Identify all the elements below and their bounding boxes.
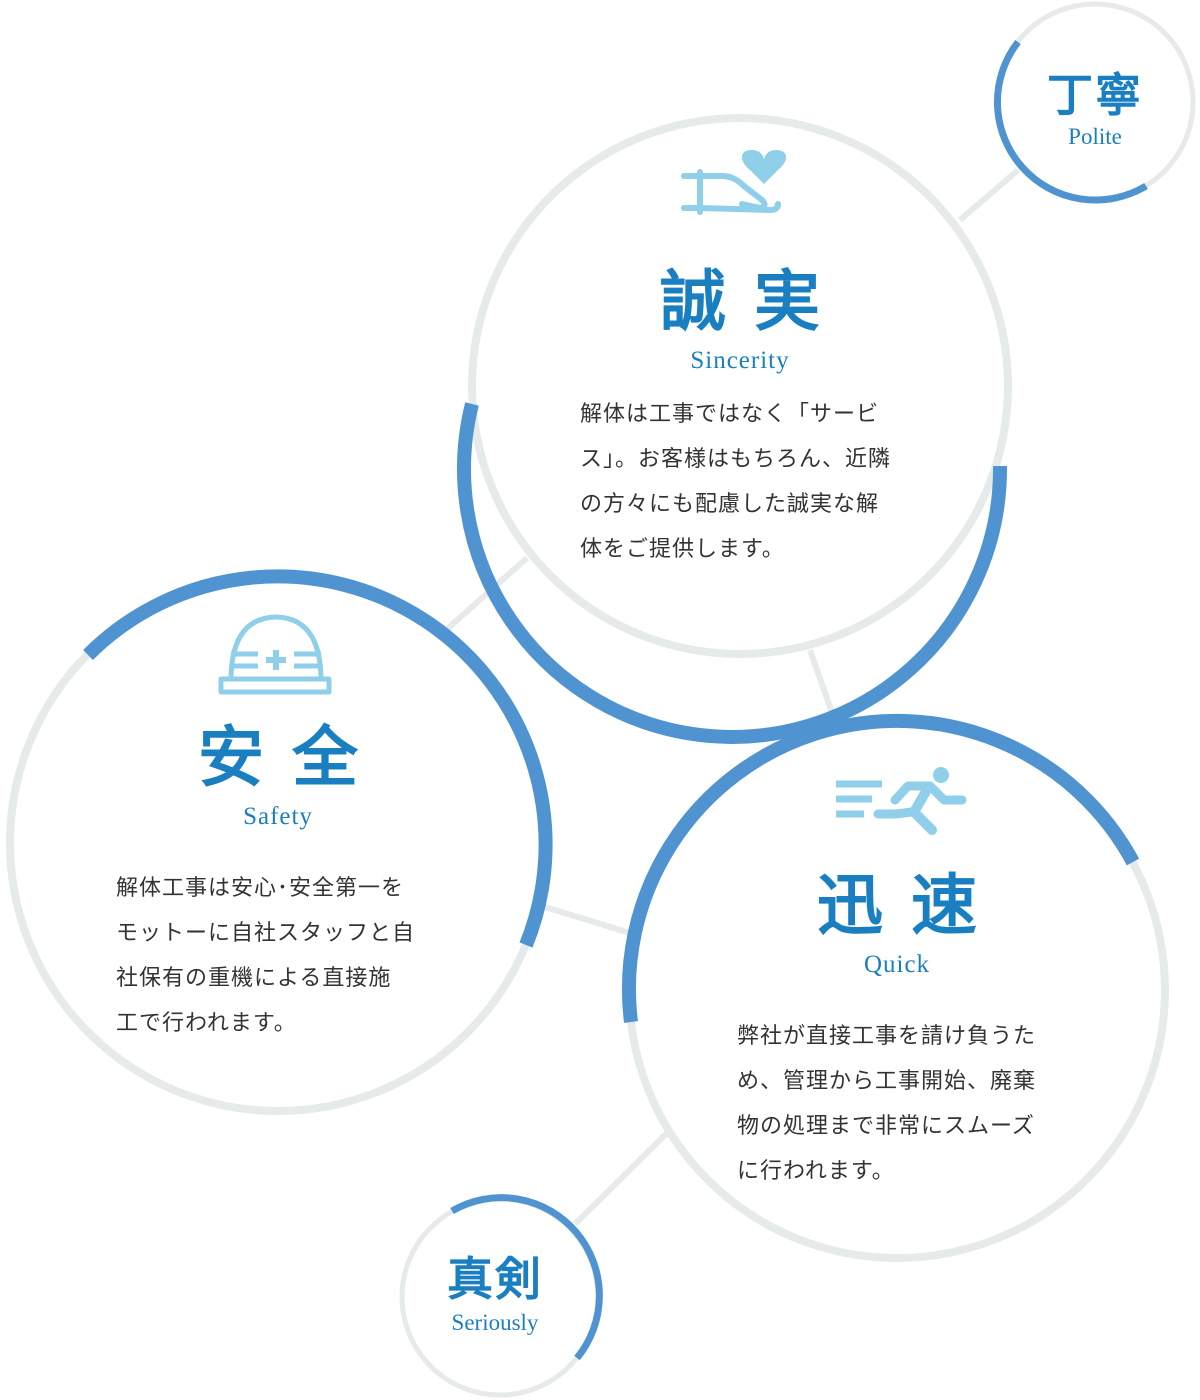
- value-card-safety: 安全 Safety 解体工事は安心･安全第一を モットーに自社スタッフと自 社保…: [98, 718, 458, 1046]
- quick-ring: [622, 713, 1169, 1262]
- value-badge-seriously: 真剣 Seriously: [415, 1252, 575, 1336]
- polite-arc: [993, 39, 1148, 204]
- quick-description-line: 弊社が直接工事を請け負うた: [737, 1024, 1037, 1049]
- polite-title-jp: 丁寧: [1047, 68, 1143, 122]
- quick-description-line: め、管理から工事開始、廃棄: [737, 1069, 1037, 1094]
- safety-description-line: 社保有の重機による直接施: [116, 966, 392, 991]
- sincerity-title-en: Sincerity: [690, 347, 790, 374]
- safety-description-line: モットーに自社スタッフと自: [116, 921, 416, 946]
- connector-quick-seriously: [572, 1130, 670, 1227]
- connector-sincerity-polite: [958, 167, 1020, 223]
- sincerity-description-line: 体をご提供します。: [580, 537, 785, 562]
- seriously-title-en: Seriously: [451, 1310, 539, 1335]
- polite-ring: [993, 1, 1196, 204]
- connector-safety-quick: [544, 904, 631, 936]
- value-card-sincerity: 誠実 Sincerity 解体は工事ではなく「サービ ス」。お客様はもちろん、近…: [560, 262, 920, 572]
- value-badge-polite: 丁寧 Polite: [1015, 68, 1175, 150]
- polite-title-en: Polite: [1068, 124, 1122, 149]
- quick-title-en: Quick: [863, 951, 931, 978]
- quick-description: 弊社が直接工事を請け負うた め、管理から工事開始、廃棄 物の処理まで非常にスムー…: [717, 1014, 1077, 1194]
- safety-description-line: 解体工事は安心･安全第一を: [116, 876, 405, 901]
- running-person-icon: [836, 767, 967, 835]
- quick-description-line: に行われます。: [737, 1159, 895, 1184]
- hand-heart-icon: [681, 150, 787, 215]
- sincerity-ring: [457, 114, 1012, 744]
- connector-lines: [444, 167, 1020, 1227]
- value-card-quick: 迅速 Quick 弊社が直接工事を請け負うた め、管理から工事開始、廃棄 物の処…: [717, 866, 1077, 1194]
- safety-description-line: 工で行われます。: [116, 1011, 297, 1036]
- helmet-icon: [218, 614, 332, 695]
- quick-title-jp: 迅速: [817, 866, 1005, 944]
- sincerity-description-line: ス」。お客様はもちろん、近隣: [580, 447, 892, 472]
- quick-description-line: 物の処理まで非常にスムーズ: [737, 1114, 1035, 1139]
- sincerity-description: 解体は工事ではなく「サービ ス」。お客様はもちろん、近隣 の方々にも配慮した誠実…: [560, 392, 920, 572]
- safety-description: 解体工事は安心･安全第一を モットーに自社スタッフと自 社保有の重機による直接施…: [98, 866, 458, 1046]
- quick-arc: [622, 713, 1140, 1023]
- safety-title-en: Safety: [243, 803, 313, 830]
- sincerity-description-line: の方々にも配慮した誠実な解: [580, 492, 880, 517]
- sincerity-arc: [457, 402, 1008, 744]
- seriously-ring: [399, 1194, 603, 1398]
- safety-ring: [6, 569, 553, 1115]
- safety-title-jp: 安全: [198, 718, 386, 796]
- safety-arc: [83, 569, 553, 948]
- seriously-title-jp: 真剣: [447, 1252, 543, 1306]
- sincerity-title-jp: 誠実: [660, 262, 848, 340]
- connector-sincerity-safety: [444, 555, 529, 633]
- sincerity-description-line: 解体は工事ではなく「サービ: [580, 402, 880, 427]
- seriously-arc: [450, 1194, 603, 1361]
